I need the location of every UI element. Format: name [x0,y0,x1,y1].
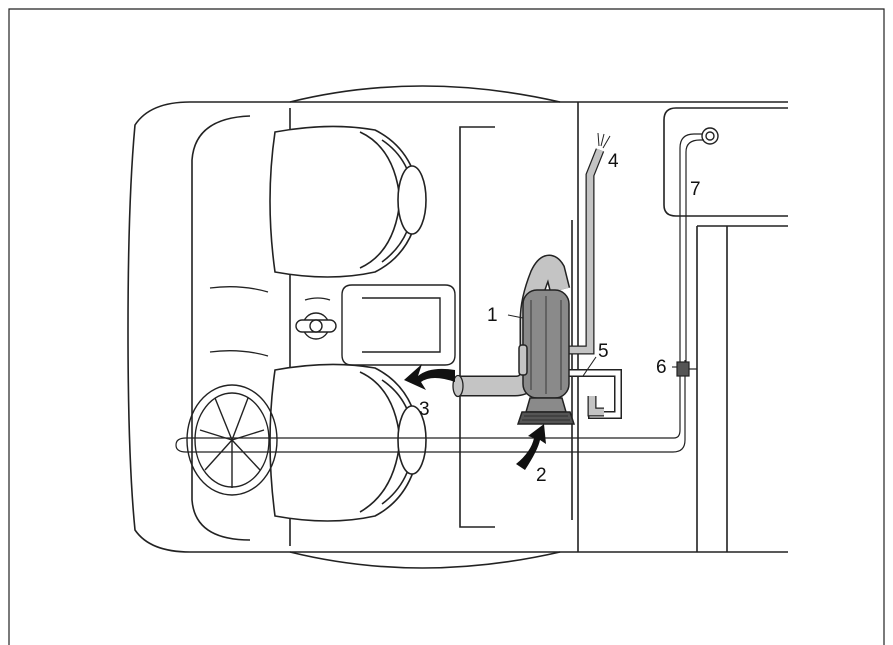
recirculation-air-inlet-arrow [516,424,546,470]
callout-combustion-air-intake: 5 [598,341,609,362]
fuel-tank-fitting [701,127,719,145]
warm-air-outlet-arrow [404,364,455,390]
dashboard-lines [209,286,331,357]
callout-fuel-pump: 6 [656,357,667,378]
center-console [295,284,456,366]
fuel-pump [676,361,697,377]
callout-warm-air-outlet: 3 [419,399,430,420]
vehicle-body [127,85,788,569]
airflow-arrows [404,364,546,470]
callout-fuel-tank-fitting: 7 [690,179,701,200]
frame-border [8,8,885,645]
steering-wheel [186,384,278,496]
callout-exhaust-pipe: 4 [608,151,619,172]
combustion-air-intake [565,369,622,419]
front-seat-top [269,125,427,278]
fuel-line [175,133,704,453]
callout-heater-unit: 1 [487,305,498,326]
front-seat-bottom [269,363,427,522]
exhaust-pipe [565,132,611,355]
air-heater-unit [516,289,576,425]
callout-air-inlet: 2 [536,465,547,486]
leader-lines [507,314,677,377]
